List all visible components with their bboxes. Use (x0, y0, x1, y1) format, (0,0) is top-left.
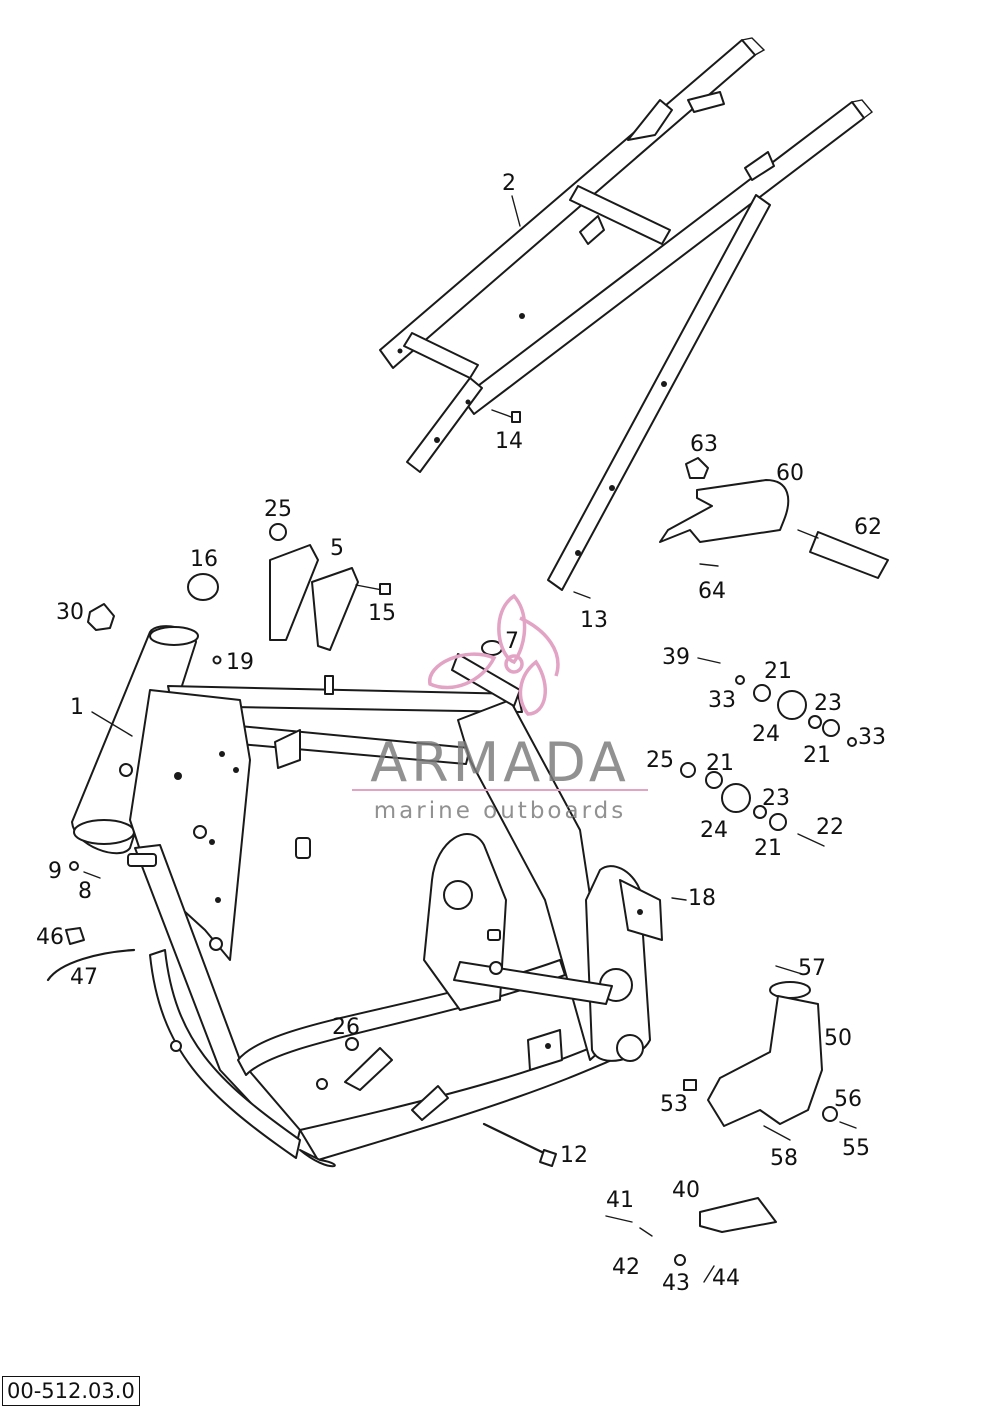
callout-label: 15 (368, 601, 396, 626)
callout-label: 23 (814, 691, 842, 716)
callout-label: 5 (330, 536, 344, 561)
callout-label: 39 (662, 645, 690, 670)
main-frame-drawing (71, 625, 663, 1168)
callout-label: 30 (56, 600, 84, 625)
callout-label: 46 (36, 925, 64, 950)
leader-lines (91, 195, 521, 737)
callout-label: 21 (764, 659, 792, 684)
callouts: 1 2 5 7 8 9 12 13 14 15 16 18 19 21 21 2… (36, 171, 886, 1296)
callout-label: 22 (816, 815, 844, 840)
callout-label: 55 (842, 1136, 870, 1161)
callout-label: 44 (712, 1266, 740, 1291)
callout-label: 33 (708, 688, 736, 713)
callout-label: 24 (752, 722, 780, 747)
callout-label: 33 (858, 725, 886, 750)
callout-label: 21 (754, 836, 782, 861)
callout-label: 23 (762, 786, 790, 811)
callout-label: 1 (70, 695, 84, 720)
callout-label: 9 (48, 859, 62, 884)
callout-label: 2 (502, 171, 516, 196)
callout-label: 21 (803, 743, 831, 768)
callout-label: 7 (505, 629, 519, 654)
callout-label: 47 (70, 965, 98, 990)
watermark-tagline: marine outboards (374, 798, 626, 824)
loose-parts-drawing (46, 409, 889, 1283)
callout-label: 14 (495, 429, 523, 454)
callout-label: 18 (688, 886, 716, 911)
callout-label: 26 (332, 1015, 360, 1040)
watermark-brand: ARMADA (370, 731, 630, 794)
callout-label: 64 (698, 579, 726, 604)
diagram-reference-code: 00-512.03.0 (2, 1376, 140, 1406)
callout-label: 63 (690, 432, 718, 457)
callout-label: 56 (834, 1087, 862, 1112)
callout-label: 57 (798, 956, 826, 981)
callout-label: 50 (824, 1026, 852, 1051)
callout-label: 25 (646, 748, 674, 773)
callout-label: 13 (580, 608, 608, 633)
subframe-drawing (379, 37, 874, 591)
callout-label: 41 (606, 1188, 634, 1213)
callout-label: 8 (78, 879, 92, 904)
callout-label: 43 (662, 1271, 690, 1296)
callout-label: 19 (226, 650, 254, 675)
callout-label: 24 (700, 818, 728, 843)
callout-label: 21 (706, 751, 734, 776)
callout-label: 12 (560, 1143, 588, 1168)
callout-label: 40 (672, 1178, 700, 1203)
callout-label: 58 (770, 1146, 798, 1171)
callout-label: 53 (660, 1092, 688, 1117)
propeller-logo-icon (428, 593, 560, 716)
callout-label: 42 (612, 1255, 640, 1280)
watermark: ARMADA marine outboards (352, 593, 648, 824)
callout-label: 16 (190, 547, 218, 572)
callout-label: 62 (854, 515, 882, 540)
callout-label: 60 (776, 461, 804, 486)
callout-label: 25 (264, 497, 292, 522)
